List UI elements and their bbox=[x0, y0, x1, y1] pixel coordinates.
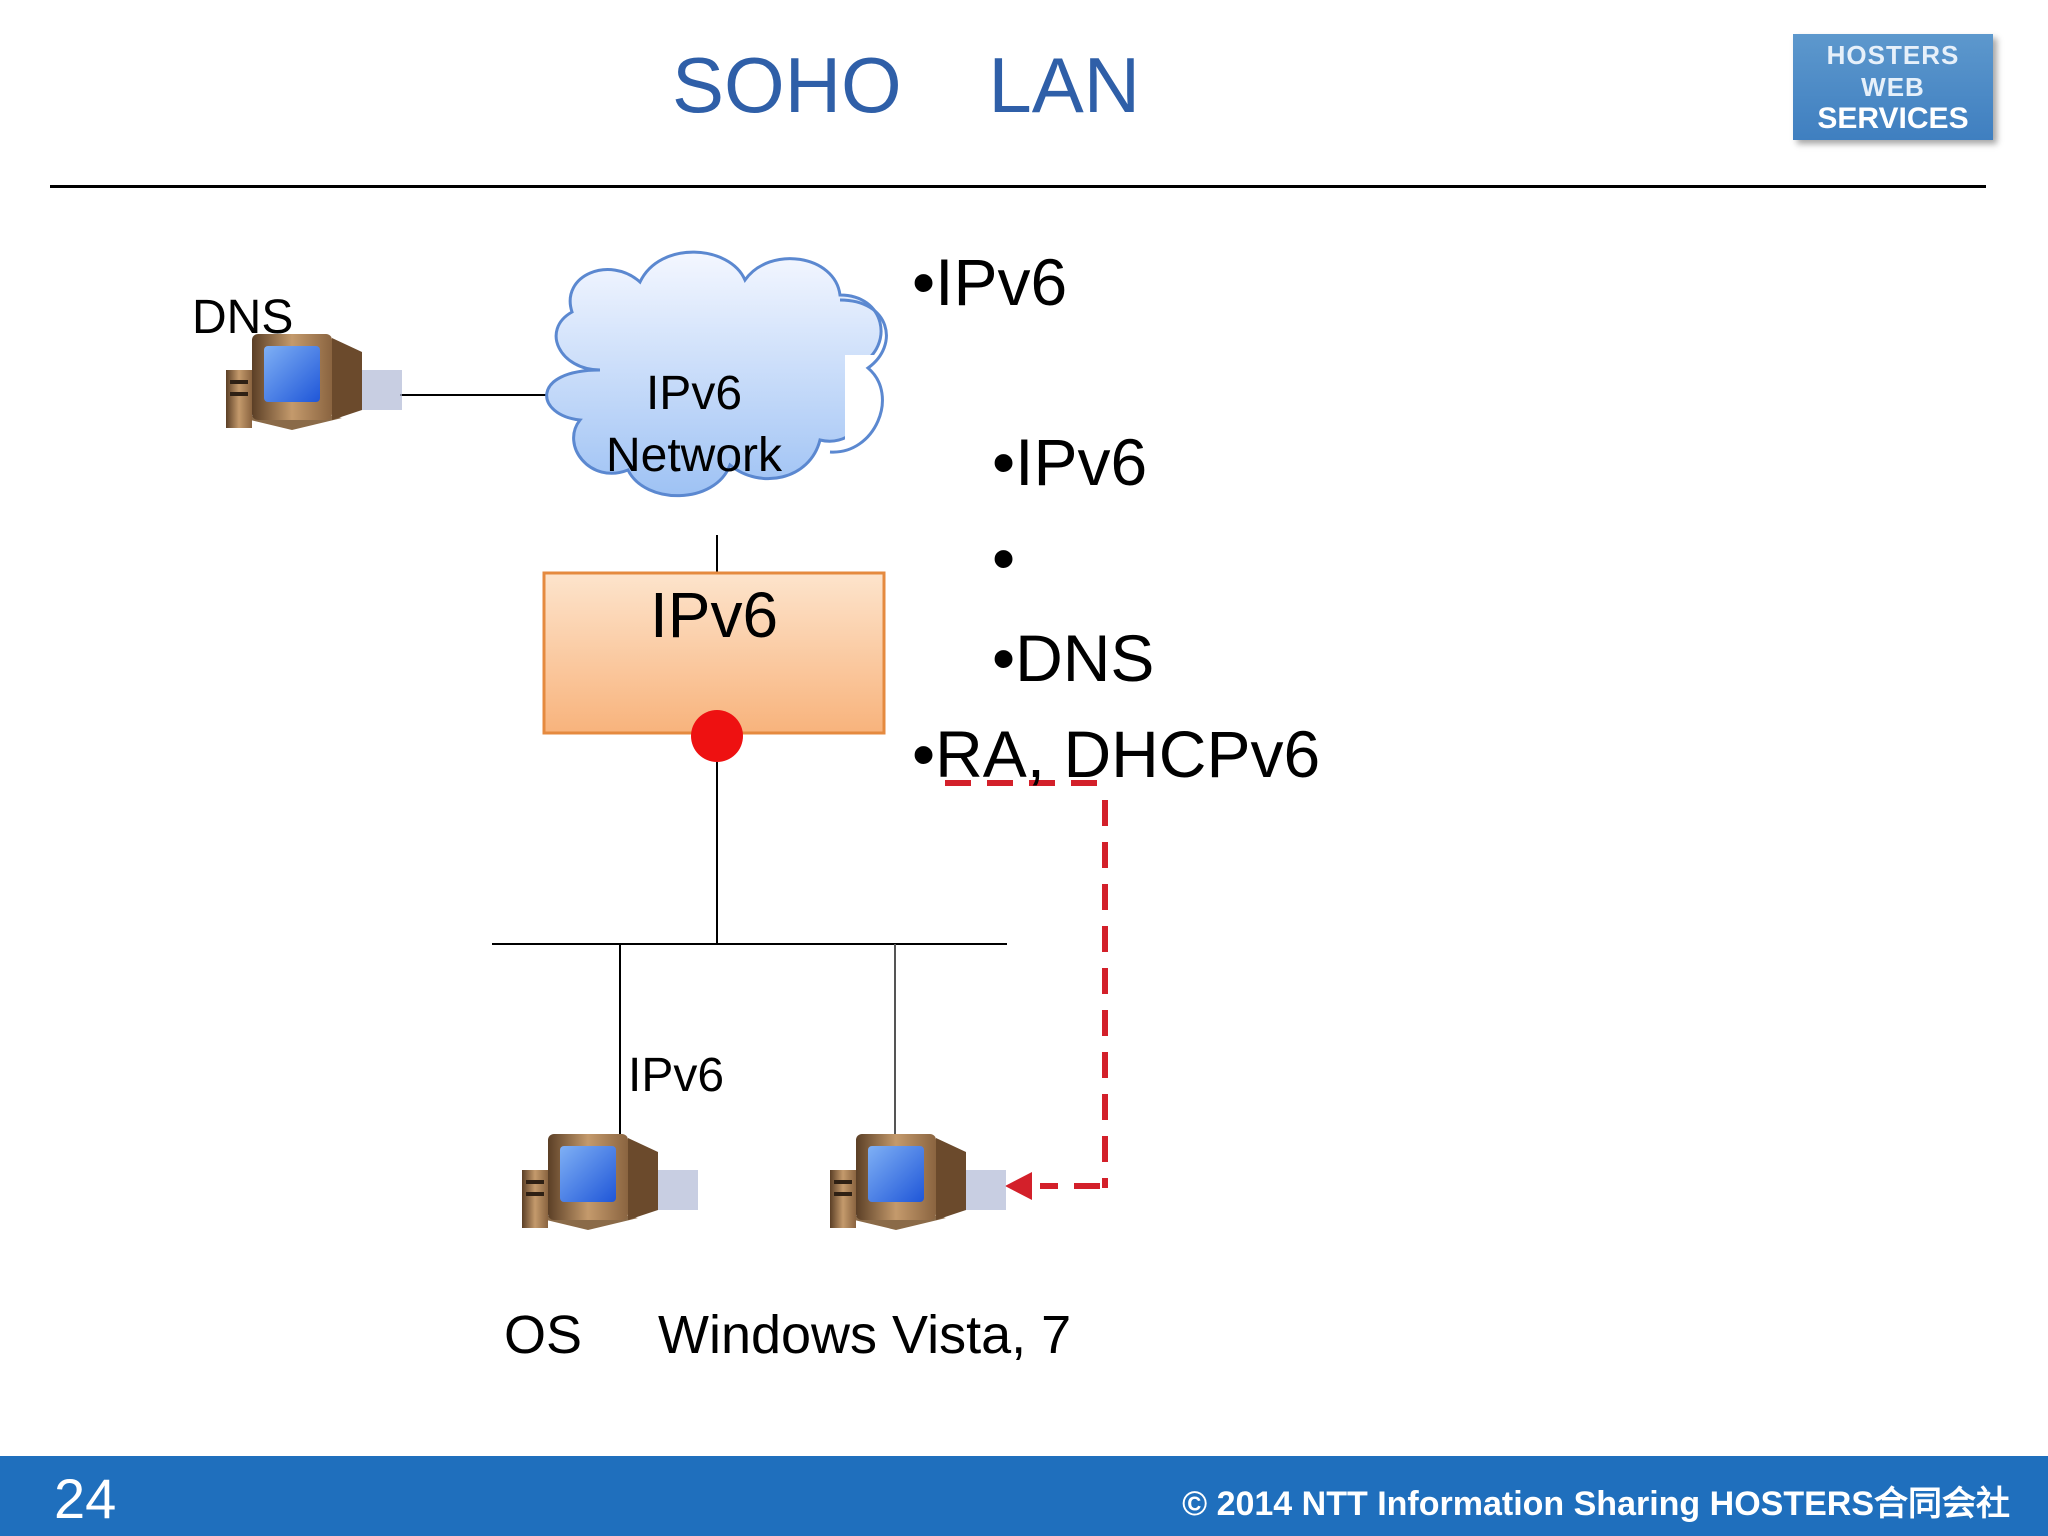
bullet-4: •DNS bbox=[992, 621, 1155, 695]
client-left-computer-icon bbox=[522, 1134, 698, 1230]
router-port-dot bbox=[691, 710, 743, 762]
cloud-label-line-1: IPv6 bbox=[645, 367, 743, 420]
cloud-label-line-2: Network bbox=[605, 429, 783, 482]
arrowhead-icon bbox=[1005, 1172, 1032, 1200]
logo-line-2: WEB bbox=[1861, 72, 1925, 102]
client-right-computer-icon bbox=[830, 1134, 1006, 1230]
router-label: IPv6 bbox=[649, 579, 779, 651]
ra-dashed-arrow bbox=[945, 780, 1108, 1189]
bullet-5: •RA, DHCPv6 bbox=[912, 717, 1321, 791]
footer-bar: 24 © 2014 NTT Information Sharing HOSTER… bbox=[0, 1456, 2048, 1536]
title-divider bbox=[50, 185, 1986, 188]
client-ipv6-label: IPv6 bbox=[628, 1049, 725, 1102]
page-number: 24 bbox=[54, 1467, 117, 1530]
os-value: Windows Vista, 7 bbox=[658, 1305, 1072, 1365]
hosters-logo: HOSTERS WEB SERVICES bbox=[1793, 34, 1993, 140]
slide-title: SOHO LAN bbox=[672, 41, 1141, 129]
copyright-text: © 2014 NTT Information Sharing HOSTERS合同… bbox=[1182, 1485, 2010, 1523]
logo-line-1: HOSTERS bbox=[1826, 40, 1960, 70]
router-box bbox=[542, 571, 886, 735]
os-label: OS bbox=[504, 1305, 583, 1365]
dns-label: DNS bbox=[192, 291, 294, 344]
bullet-1: •IPv6 bbox=[912, 245, 1068, 319]
bullet-3: • bbox=[992, 521, 1016, 595]
cloud-icon bbox=[545, 250, 888, 498]
bullet-2: •IPv6 bbox=[992, 425, 1148, 499]
logo-line-3: SERVICES bbox=[1817, 102, 1969, 135]
network-diagram bbox=[226, 250, 1108, 1230]
